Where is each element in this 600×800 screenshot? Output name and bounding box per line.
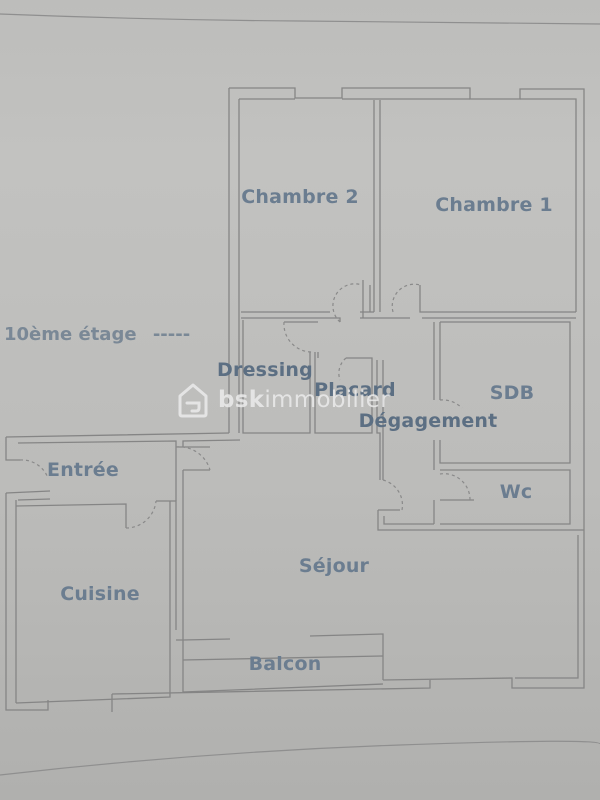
door-swings	[19, 283, 471, 529]
room-label-balcon: Balcon	[248, 653, 322, 675]
room-label-placard: Placard	[314, 379, 396, 401]
room-label-wc: Wc	[499, 481, 533, 503]
floor-level-text: 10ème étage	[4, 324, 137, 345]
paper-bottom-edge	[0, 740, 600, 776]
brand-watermark: bskimmobilier	[176, 382, 390, 418]
room-label-cuisine: Cuisine	[60, 583, 140, 605]
floor-level-label: 10ème étage -----	[4, 324, 190, 345]
floor-level-marker: -----	[152, 324, 191, 345]
room-label-sejour: Séjour	[298, 555, 370, 577]
room-label-dressing: Dressing	[217, 359, 313, 381]
room-label-chambre-1: Chambre 1	[435, 194, 553, 216]
sejour-walls	[15, 470, 585, 712]
room-label-sdb: SDB	[489, 382, 535, 404]
room-label-degagement: Dégagement	[358, 410, 498, 432]
entree-walls	[5, 432, 241, 711]
house-logo-icon	[178, 383, 208, 418]
watermark-brand-light: immobilier	[264, 387, 391, 413]
room-label-chambre-2: Chambre 2	[241, 186, 359, 208]
sdb-wc-walls	[377, 321, 584, 531]
paper-top-edge	[0, 13, 600, 25]
bedroom-wing-walls	[228, 87, 585, 530]
room-label-entree: Entrée	[47, 459, 119, 481]
watermark-brand-bold: bsk	[218, 387, 265, 413]
dressing-placard-walls	[242, 320, 384, 480]
